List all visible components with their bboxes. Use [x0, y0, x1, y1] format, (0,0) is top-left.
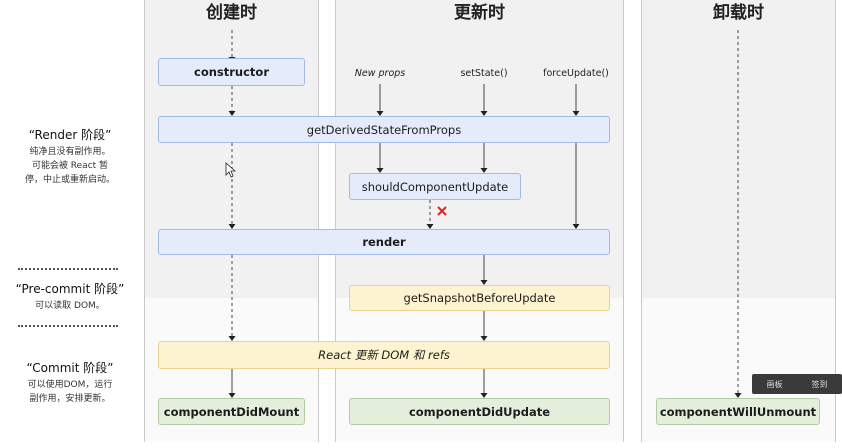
render-phase-title: “Render 阶段” — [28, 128, 112, 142]
react-updates-dom-box: React 更新 DOM 和 refs — [158, 341, 610, 369]
render-phase-desc-3: 停，中止或重新启动。 — [24, 175, 115, 185]
panel-button[interactable]: 画板 — [766, 379, 783, 389]
force-update-label: forceUpdate() — [543, 68, 609, 79]
precommit-phase-desc: 可以读取 DOM。 — [35, 301, 105, 311]
mouse-cursor-icon — [225, 162, 237, 178]
should-update-box: shouldComponentUpdate — [349, 173, 521, 200]
commit-phase-desc-1: 可以使用DOM，运行 — [27, 380, 113, 390]
get-derived-state-box: getDerivedStateFromProps — [158, 116, 610, 143]
update-column — [335, 0, 624, 442]
unmount-column — [641, 0, 836, 442]
render-box: render — [158, 229, 610, 255]
new-props-label: New props — [354, 68, 406, 79]
mount-column — [144, 0, 319, 442]
precommit-phase-title: “Pre-commit 阶段” — [15, 282, 125, 296]
unmount-column-title: 卸载时 — [713, 3, 764, 23]
set-state-label: setState() — [460, 68, 508, 79]
did-mount-box: componentDidMount — [158, 398, 305, 425]
commit-phase-title: “Commit 阶段” — [26, 361, 114, 375]
constructor-box: constructor — [158, 58, 305, 86]
sign-button[interactable]: 签到 — [811, 379, 828, 389]
phase-separator-1 — [18, 268, 118, 270]
mount-column-title: 创建时 — [206, 3, 257, 23]
did-update-box: componentDidUpdate — [349, 398, 610, 425]
phase-separator-2 — [18, 325, 118, 327]
render-phase-desc-2: 可能会被 React 暂 — [31, 161, 109, 171]
render-phase-desc-1: 纯净且没有副作用。 — [29, 147, 111, 157]
overlay-toolbar: 画板 签到 — [752, 374, 842, 394]
update-column-title: 更新时 — [454, 3, 505, 23]
reject-x-icon — [437, 206, 447, 216]
get-snapshot-box: getSnapshotBeforeUpdate — [349, 285, 610, 311]
commit-phase-desc-2: 副作用，安排更新。 — [29, 394, 111, 404]
will-unmount-box: componentWillUnmount — [656, 398, 820, 425]
